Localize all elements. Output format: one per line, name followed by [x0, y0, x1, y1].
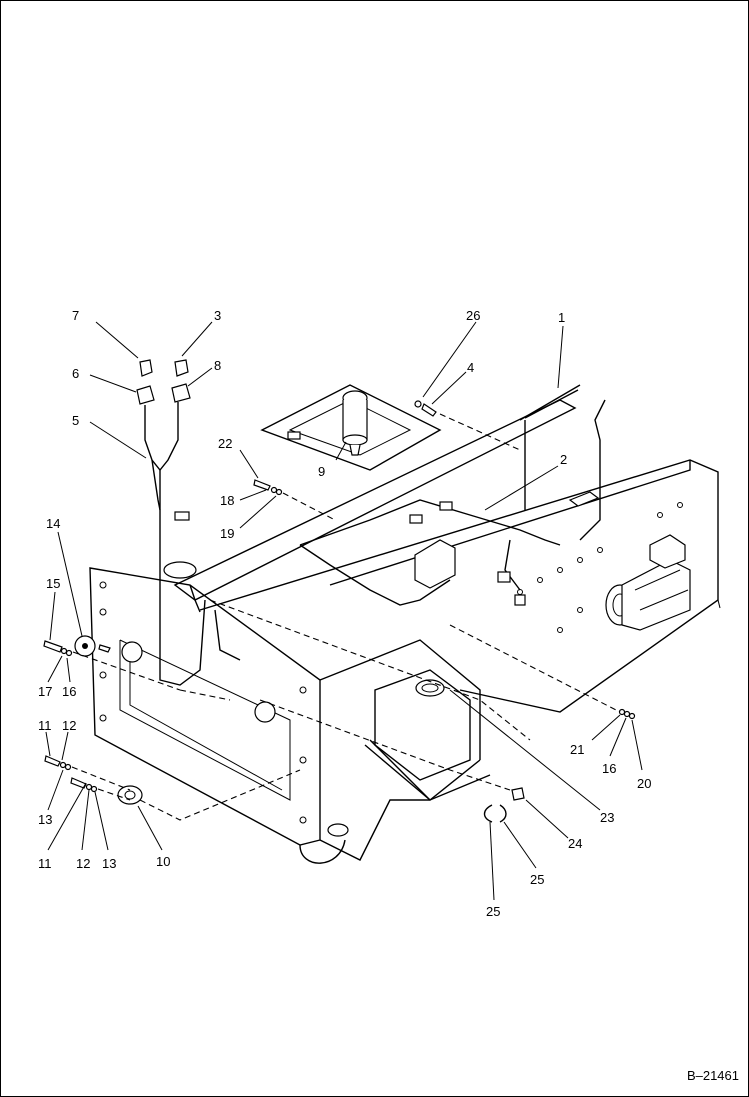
wire-harness: [159, 399, 606, 686]
callout-5: 5: [72, 413, 79, 428]
callout-10: 10: [156, 854, 170, 869]
seat-switch: [342, 390, 368, 456]
hardware: [43, 400, 636, 823]
hydraulic-motor: [605, 534, 691, 631]
callout-13-bottom: 13: [102, 856, 116, 871]
leader-lines: [45, 321, 643, 901]
callout-25-right: 25: [530, 872, 544, 887]
callout-16-left: 16: [62, 684, 76, 699]
callout-14: 14: [46, 516, 60, 531]
callout-20: 20: [637, 776, 651, 791]
callout-26: 26: [466, 308, 480, 323]
control-rod-edge: [524, 389, 579, 419]
callout-7: 7: [72, 308, 79, 323]
control-rod: [519, 384, 581, 421]
callout-25-left: 25: [486, 904, 500, 919]
callout-15: 15: [46, 576, 60, 591]
callout-3: 3: [214, 308, 221, 323]
callout-4: 4: [467, 360, 474, 375]
callout-23: 22: [218, 436, 232, 451]
callout-11-top: 11: [38, 718, 52, 733]
callout-24: 24: [568, 836, 582, 851]
sensor-parts: [74, 635, 143, 805]
callout-22: 23: [600, 810, 614, 825]
callout-16-right: 16: [602, 761, 616, 776]
callout-12-top: 12: [62, 718, 76, 733]
assembly-center-lines: [71, 413, 621, 821]
connector-parts: [136, 359, 191, 511]
callout-17: 17: [38, 684, 52, 699]
callout-13-left: 13: [38, 812, 52, 827]
callout-12-bottom: 12: [76, 856, 90, 871]
callout-2: 2: [560, 452, 567, 467]
callout-19: 19: [220, 526, 234, 541]
drawing-number: B–21461: [686, 1068, 739, 1083]
callout-1: 1: [558, 310, 565, 325]
main-frame: [89, 384, 721, 864]
callout-11-bottom: 11: [38, 856, 52, 871]
callout-18: 18: [220, 493, 234, 508]
callout-21: 21: [570, 742, 584, 757]
callout-6: 6: [72, 366, 79, 381]
callout-8: 8: [214, 358, 221, 373]
callout-9: 9: [318, 464, 325, 479]
callout-labels: 7 3 6 8 5 26 4 1 2 9 22 18 19 14 15 17 1…: [38, 308, 651, 919]
